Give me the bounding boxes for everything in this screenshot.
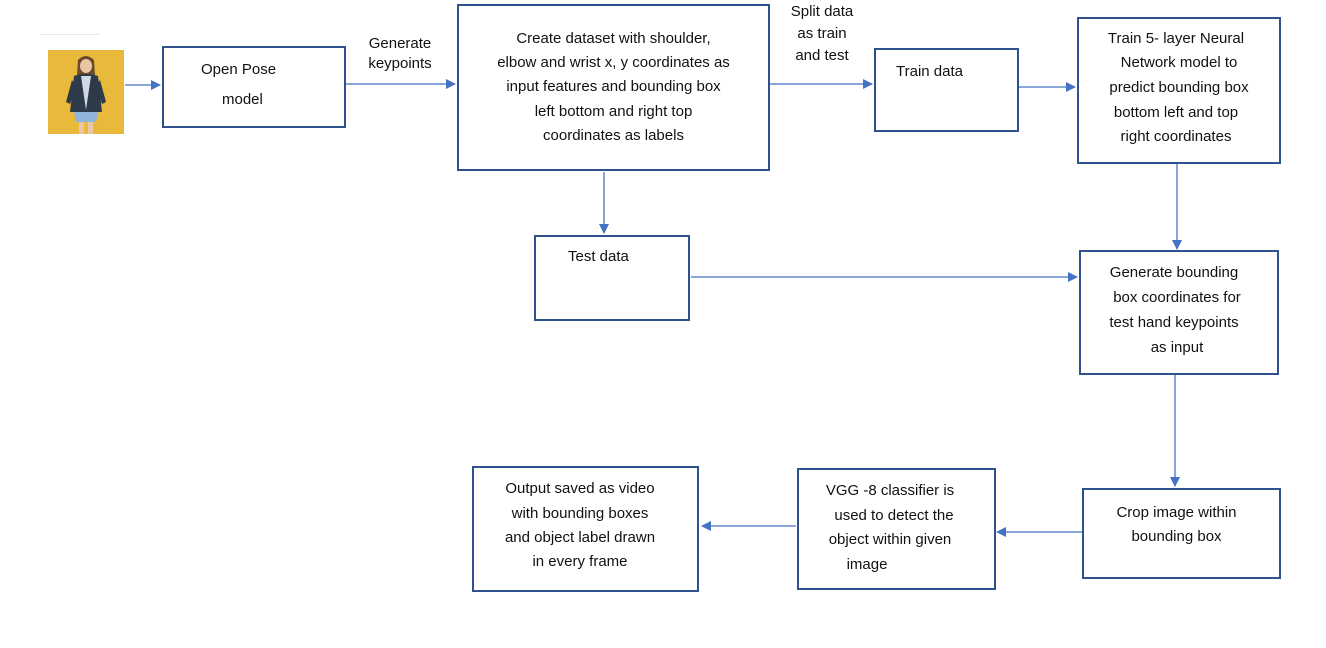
output-label-2: with bounding boxes [511, 505, 649, 522]
output-box [472, 466, 699, 592]
genbox-box [1079, 250, 1279, 375]
vgg-label-3: object within given [828, 531, 952, 548]
genbox-label-4: as input [1150, 339, 1204, 356]
output-label-1: Output saved as video [505, 480, 655, 497]
edge-label-generate-2: keypoints [368, 55, 432, 72]
train-box [874, 48, 1019, 132]
nn-label-2: Network model to [1120, 54, 1238, 71]
vgg-label-2: used to detect the [834, 507, 954, 524]
genbox-label-1: Generate bounding [1109, 264, 1239, 281]
input-image [48, 50, 124, 134]
output-label-3: and object label drawn [504, 529, 656, 546]
genbox-label-3: test hand keypoints [1109, 314, 1239, 331]
openpose-box [162, 46, 346, 128]
genbox-label-2: box coordinates for [1113, 289, 1241, 306]
edge-label-split-3: and test [795, 47, 849, 64]
edge-label-generate-1: Generate [368, 35, 432, 52]
crop-box [1082, 488, 1281, 579]
dataset-label-4: left bottom and right top [534, 103, 693, 120]
dataset-label-5: coordinates as labels [543, 127, 684, 144]
test-box [534, 235, 690, 321]
nn-label-1: Train 5- layer Neural [1107, 30, 1245, 47]
openpose-label-1: Open Pose [201, 61, 277, 78]
dataset-label-1: Create dataset with shoulder, [516, 30, 711, 47]
nn-label-4: bottom left and top [1113, 104, 1239, 121]
test-label: Test data [568, 248, 629, 265]
nn-label-5: right coordinates [1120, 128, 1232, 145]
edge-label-split-2: as train [797, 25, 847, 42]
train-label: Train data [896, 63, 963, 80]
edge-label-split-1: Split data [790, 3, 854, 20]
vgg-label-4: image [846, 556, 888, 573]
crop-label-1: Crop image within [1116, 504, 1237, 521]
person-icon [48, 50, 124, 134]
dataset-box [457, 4, 770, 171]
dataset-label-3: input features and bounding box [506, 78, 721, 95]
vgg-label-1: VGG -8 classifier is [825, 482, 955, 499]
vgg-box [797, 468, 996, 590]
crop-label-2: bounding box [1131, 528, 1222, 545]
dataset-label-2: elbow and wrist x, y coordinates as [497, 54, 730, 71]
openpose-label-2: model [222, 91, 263, 108]
nn-box [1077, 17, 1281, 164]
output-label-4: in every frame [532, 553, 628, 570]
nn-label-3: predict bounding box [1109, 79, 1249, 96]
